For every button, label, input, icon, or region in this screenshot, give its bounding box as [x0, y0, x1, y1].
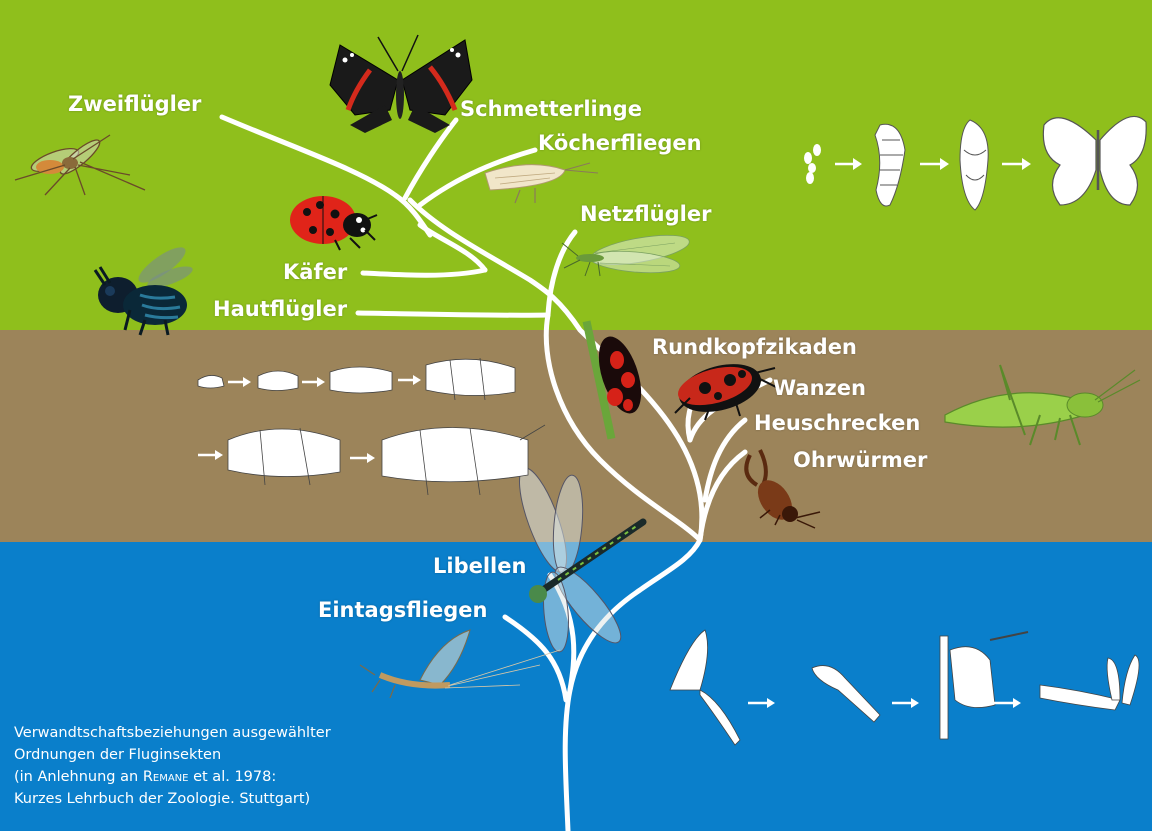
- arrow-icon: [892, 698, 919, 708]
- adult-grasshopper-icon: [381, 424, 546, 496]
- dragonfly-laying-icon: [669, 629, 741, 746]
- caption-line-3-after: et al. 1978:: [188, 769, 277, 785]
- arrow-icon: [228, 377, 251, 387]
- arrow-icon: [350, 453, 375, 463]
- branch-koecherfliegen: [417, 147, 538, 208]
- caption-line-3-before: (in Anlehnung an: [14, 769, 143, 785]
- branch-orthoptera-loop: [543, 312, 703, 543]
- earwig-icon: [744, 449, 821, 529]
- caption-line-4: Kurzes Lehrbuch der Zoologie. Stuttgart): [14, 791, 311, 807]
- arrow-icon: [748, 698, 775, 708]
- metamorphosis-dragonfly: [669, 629, 1140, 746]
- adult-dragonfly-icon: [1039, 654, 1140, 711]
- metamorphosis-complete: [804, 115, 1147, 211]
- label-kaefer: Käfer: [283, 260, 348, 284]
- label-schmetterlinge: Schmetterlinge: [460, 97, 642, 121]
- egg-icon: [804, 144, 821, 184]
- label-wanzen: Wanzen: [773, 376, 866, 400]
- arrow-icon: [835, 158, 862, 170]
- nymph-stage-4: [425, 357, 516, 401]
- arrow-icon: [1002, 158, 1031, 170]
- bug-icon: [582, 320, 642, 440]
- arrow-icon: [920, 158, 949, 170]
- pupa-icon: [959, 119, 989, 211]
- nymph-stage-2: [257, 370, 299, 391]
- nymph-stage-3: [329, 366, 393, 394]
- larva-icon: [811, 665, 881, 723]
- branch-schmetterlinge: [402, 117, 459, 201]
- nymph-stage-1: [197, 375, 225, 389]
- arrow-icon: [398, 375, 421, 385]
- label-eintagsfliegen: Eintagsfliegen: [318, 598, 488, 622]
- branch-eintagsfliegen: [502, 614, 569, 703]
- mosquito-icon: [14, 134, 146, 196]
- arrow-icon: [198, 450, 223, 460]
- mayfly-icon: [359, 629, 561, 699]
- arrow-icon: [994, 698, 1021, 708]
- branch-hautfluegler-h: [355, 310, 551, 318]
- lacewing-icon: [561, 234, 690, 277]
- label-zweifluegler: Zweiflügler: [68, 92, 202, 116]
- emerging-icon: [939, 631, 1029, 740]
- caption-author: Remane: [142, 769, 189, 785]
- branch-kaefer-h: [360, 267, 488, 278]
- adult-butterfly-icon: [1042, 115, 1147, 206]
- figure-caption: Verwandtschaftsbeziehungen ausgewählter …: [14, 722, 331, 810]
- arrow-icon: [302, 377, 325, 387]
- caption-line-1: Verwandtschaftsbeziehungen ausgewählter: [14, 725, 331, 741]
- firebug-icon: [674, 364, 779, 421]
- label-libellen: Libellen: [433, 554, 527, 578]
- caption-line-2: Ordnungen der Fluginsekten: [14, 747, 222, 763]
- dragonfly-icon: [518, 467, 647, 653]
- label-netzfluegler: Netzflügler: [580, 202, 712, 226]
- ladybug-icon: [290, 196, 378, 251]
- branch-ohrwuermer: [697, 449, 748, 543]
- metamorphosis-incomplete: [197, 357, 546, 496]
- branch-kaefer-join: [417, 222, 488, 273]
- label-rundkopfzikaden: Rundkopfzikaden: [652, 335, 857, 359]
- caterpillar-icon: [874, 123, 906, 207]
- caddisfly-icon: [484, 162, 599, 204]
- branch-zweifluegler: [219, 114, 433, 238]
- butterfly-icon: [329, 34, 473, 133]
- caption-line-3: (in Anlehnung an Remane et al. 1978:: [14, 766, 331, 788]
- label-koecherfliegen: Köcherfliegen: [538, 131, 702, 155]
- grasshopper-icon: [944, 364, 1141, 446]
- branch-heuschrecken: [702, 417, 748, 503]
- label-heuschrecken: Heuschrecken: [754, 411, 921, 435]
- branch-netzfluegler: [545, 229, 578, 318]
- nymph-stage-5: [227, 427, 341, 486]
- label-hautfluegler: Hautflügler: [213, 297, 348, 321]
- bee-icon: [93, 247, 193, 336]
- label-ohrwuermer: Ohrwürmer: [793, 448, 928, 472]
